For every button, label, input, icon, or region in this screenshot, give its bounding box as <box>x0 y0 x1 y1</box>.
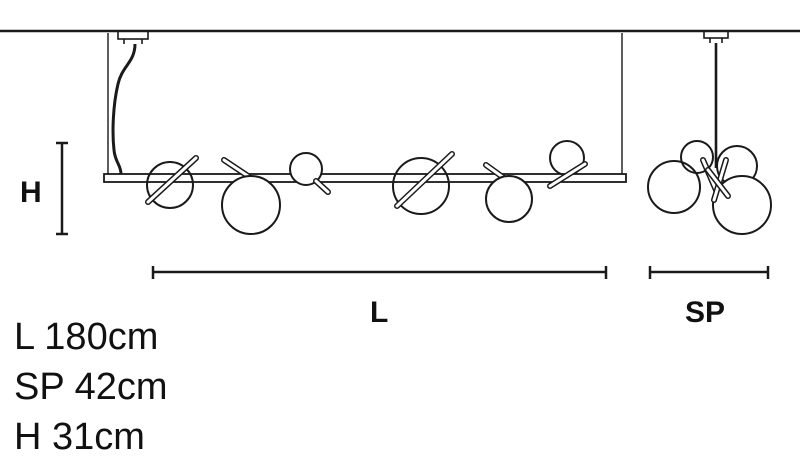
length-dimension <box>151 266 608 279</box>
spec-height-key: H <box>14 416 42 458</box>
side-view <box>647 30 772 235</box>
spread-dimension <box>648 266 770 279</box>
spec-height-value: 31cm <box>52 416 145 458</box>
globe-4 <box>392 151 455 215</box>
spread-label: SP <box>685 296 725 329</box>
spec-spread-value: 42cm <box>74 366 168 408</box>
spec-spread-key: SP <box>14 366 65 408</box>
spec-length-value: 180cm <box>44 316 159 358</box>
height-dimension <box>56 141 68 236</box>
side-canopy <box>703 30 729 39</box>
spec-length: L 180cm <box>14 318 158 356</box>
globe-3 <box>289 152 331 195</box>
globe-1 <box>145 155 199 209</box>
height-label: H <box>20 176 42 209</box>
front-view <box>103 30 627 235</box>
globe-6 <box>547 140 588 189</box>
lamp-bar <box>103 173 627 183</box>
spec-height: H 31cm <box>14 418 145 456</box>
power-cord <box>111 43 137 175</box>
globe-5 <box>483 162 533 223</box>
canopy <box>117 30 149 40</box>
spec-length-key: L <box>14 316 34 358</box>
length-label: L <box>370 296 388 329</box>
spec-spread: SP 42cm <box>14 368 168 406</box>
globe-2 <box>221 157 281 235</box>
